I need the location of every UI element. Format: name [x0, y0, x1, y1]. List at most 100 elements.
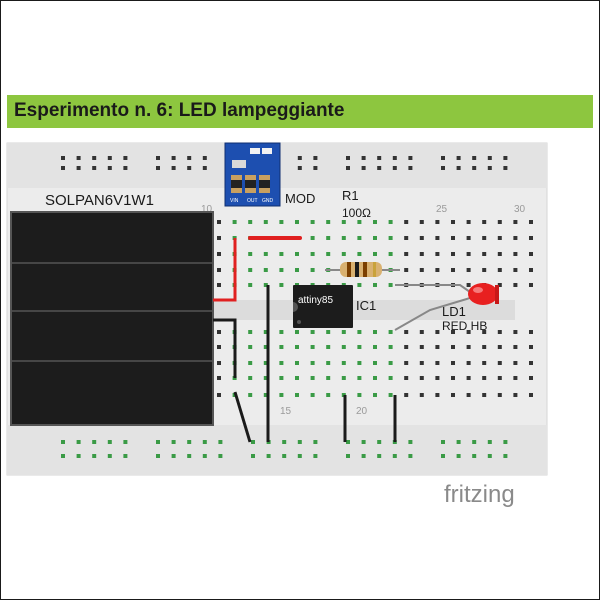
breadboard-hole — [123, 440, 128, 444]
breadboard-hole — [482, 252, 487, 256]
breadboard-hole — [472, 454, 477, 458]
breadboard-hole — [217, 236, 221, 240]
breadboard-hole — [357, 376, 362, 380]
led-anode-leg — [395, 284, 471, 293]
breadboard-hole — [263, 220, 268, 224]
mod-pin-out: OUT — [247, 198, 258, 204]
breadboard-hole — [310, 376, 315, 380]
fritzing-logo: fritzing — [444, 481, 515, 508]
breadboard-hole — [341, 376, 346, 380]
breadboard-hole — [92, 166, 97, 170]
breadboard-hole — [419, 236, 424, 240]
breadboard-hole — [263, 361, 268, 365]
breadboard-hole — [497, 393, 502, 397]
breadboard-hole — [388, 393, 393, 397]
breadboard-hole — [341, 236, 346, 240]
breadboard-hole — [202, 166, 207, 170]
breadboard-hole — [295, 330, 299, 334]
breadboard-hole — [456, 440, 461, 444]
breadboard-hole — [435, 252, 440, 256]
breadboard-hole — [156, 166, 160, 170]
breadboard-hole — [435, 220, 440, 224]
breadboard-hole — [497, 236, 502, 240]
breadboard-hole — [451, 236, 455, 240]
breadboard-hole — [279, 361, 284, 365]
breadboard-hole — [156, 156, 160, 160]
breadboard-hole — [388, 283, 393, 287]
breadboard-hole — [279, 268, 284, 272]
solar-panel-label: SOLPAN6V1W1 — [45, 192, 154, 209]
breadboard-hole — [466, 330, 471, 334]
breadboard-hole — [357, 393, 362, 397]
breadboard-hole — [61, 166, 65, 170]
breadboard-hole — [466, 376, 471, 380]
breadboard-hole — [357, 236, 362, 240]
breadboard-hole — [513, 376, 518, 380]
breadboard-hole — [217, 283, 221, 287]
breadboard-hole — [297, 454, 302, 458]
breadboard-hole — [76, 156, 81, 160]
breadboard-hole — [482, 268, 487, 272]
breadboard-hole — [217, 268, 221, 272]
breadboard-hole — [218, 440, 223, 444]
breadboard-hole — [529, 376, 533, 380]
breadboard-hole — [419, 361, 424, 365]
breadboard-hole — [373, 361, 377, 365]
breadboard-hole — [408, 440, 413, 444]
breadboard-hole — [295, 268, 299, 272]
breadboard-hole — [466, 283, 471, 287]
column-label-10: 10 — [201, 204, 213, 215]
center-channel — [210, 300, 515, 320]
breadboard-hole — [388, 376, 393, 380]
breadboard-hole — [408, 166, 413, 170]
breadboard-hole — [529, 330, 533, 334]
breadboard-hole — [361, 454, 366, 458]
breadboard-hole — [310, 252, 315, 256]
breadboard-hole — [482, 393, 487, 397]
breadboard-hole — [482, 361, 487, 365]
column-label-15: 15 — [280, 406, 292, 417]
page-title: Esperimento n. 6: LED lampeggiante — [14, 100, 345, 121]
breadboard-hole — [357, 345, 362, 349]
breadboard-hole — [297, 166, 302, 170]
breadboard-hole — [326, 236, 331, 240]
breadboard-hole — [346, 156, 350, 160]
breadboard-hole — [404, 220, 409, 224]
breadboard-hole — [503, 156, 508, 160]
breadboard-hole — [310, 236, 315, 240]
breadboard-hole — [346, 166, 350, 170]
breadboard-hole — [279, 330, 284, 334]
breadboard-hole — [435, 376, 440, 380]
black-wire-diagonal — [233, 391, 252, 443]
breadboard-hole — [248, 345, 253, 349]
breadboard-hole — [497, 376, 502, 380]
breadboard-hole — [529, 345, 533, 349]
breadboard-hole — [263, 252, 268, 256]
breadboard-hole — [487, 166, 492, 170]
breadboard-hole — [217, 330, 221, 334]
breadboard-hole — [266, 454, 271, 458]
breadboard-hole — [377, 454, 382, 458]
breadboard-hole — [441, 156, 445, 160]
resistor-r1 — [340, 262, 382, 277]
breadboard-hole — [404, 393, 409, 397]
breadboard-hole — [297, 440, 302, 444]
breadboard-hole — [61, 440, 65, 444]
breadboard-hole — [107, 156, 112, 160]
red-wire-vin — [213, 238, 237, 302]
breadboard-hole — [377, 440, 382, 444]
breadboard-hole — [171, 454, 176, 458]
breadboard-hole — [326, 220, 331, 224]
breadboard-hole — [248, 252, 253, 256]
breadboard-hole — [497, 361, 502, 365]
breadboard-hole — [346, 454, 350, 458]
breadboard-hole — [248, 330, 253, 334]
solar-panel — [10, 211, 214, 426]
breadboard-hole — [279, 376, 284, 380]
breadboard-hole — [435, 361, 440, 365]
breadboard-hole — [373, 283, 377, 287]
breadboard-hole — [388, 330, 393, 334]
breadboard-hole — [92, 440, 97, 444]
breadboard-hole — [171, 156, 176, 160]
